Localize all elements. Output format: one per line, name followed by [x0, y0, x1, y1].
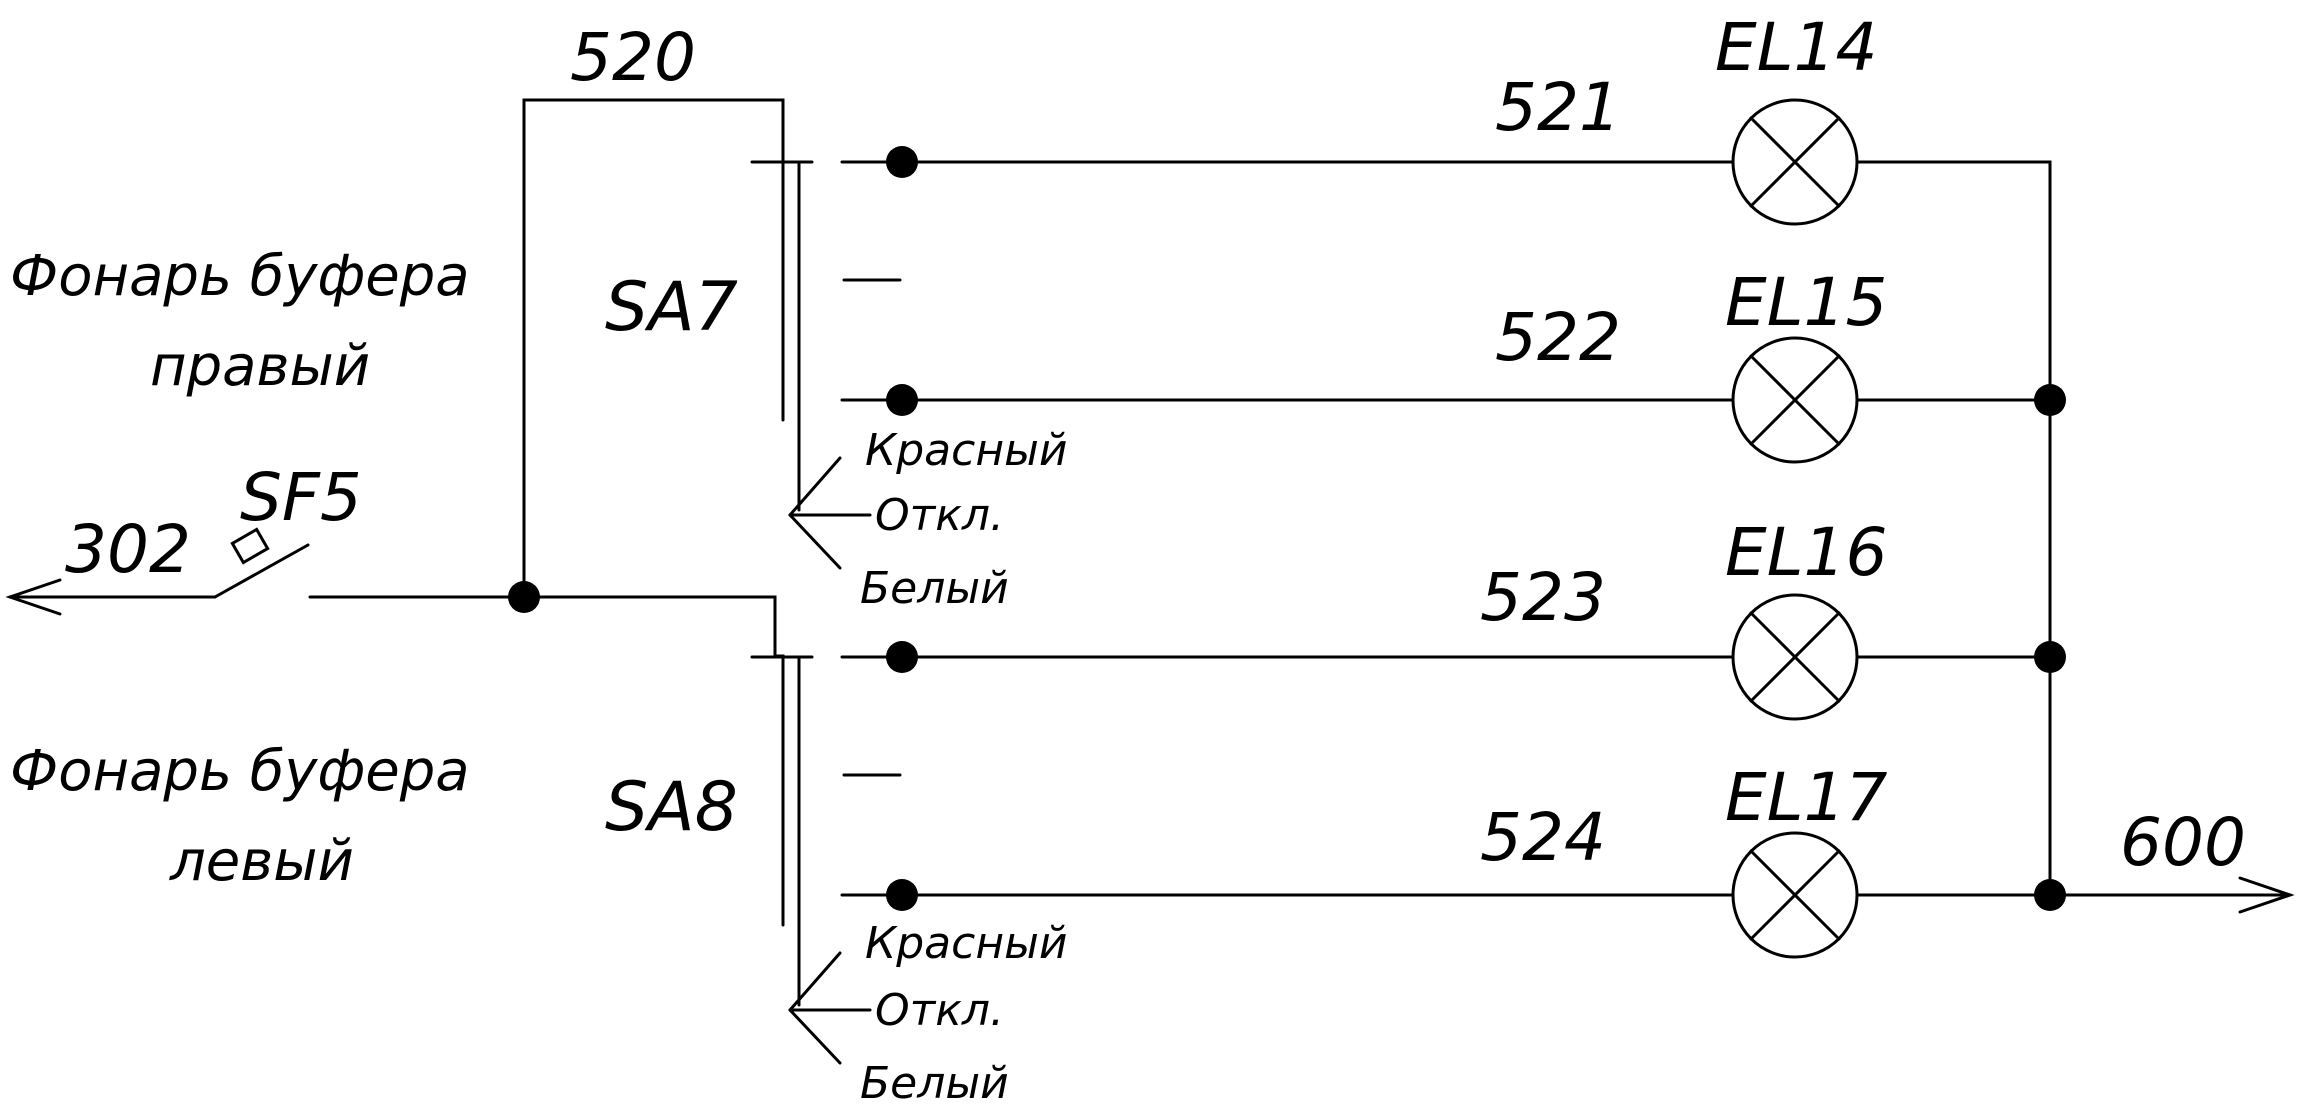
sa8-position-white: Белый — [860, 1058, 1009, 1109]
branch-523: 523 EL16 — [840, 514, 2066, 721]
input-wire-label: 302 — [65, 511, 191, 588]
switch-sa7: SA7 Красный Откл. Белый — [605, 160, 1067, 614]
lamp-el14 — [1731, 98, 1859, 226]
sa8-label: SA8 — [605, 768, 738, 847]
lamp-el15-label: EL15 — [1725, 264, 1887, 341]
bus-520: 520 — [508, 19, 785, 613]
sa8-feed-wire — [522, 595, 785, 927]
branch-524-terminal — [886, 879, 918, 911]
sa8-position-off: Откл. — [875, 985, 1004, 1036]
sa7-pointer-red — [788, 456, 842, 517]
sa7-pointer-white — [788, 513, 842, 570]
sa7-position-red: Красный — [865, 425, 1067, 476]
branch-524-wire-label: 524 — [1480, 799, 1606, 876]
sa7-description-line2: правый — [150, 334, 370, 399]
lamp-el16 — [1731, 593, 1859, 721]
branch-522-terminal — [886, 384, 918, 416]
input-arrow-icon — [5, 578, 62, 616]
lamp-el17-label: EL17 — [1725, 759, 1887, 836]
branch-522: 522 EL15 — [840, 264, 2066, 464]
sa8-description-line2: левый — [169, 829, 354, 894]
sa8-position-red: Красный — [865, 918, 1067, 969]
sa7-position-off: Откл. — [875, 490, 1004, 541]
breaker-label: SF5 — [240, 459, 362, 536]
sa7-position-white: Белый — [860, 563, 1009, 614]
branch-521-terminal — [886, 146, 918, 178]
branch-523-wire-label: 523 — [1480, 559, 1606, 636]
breaker-symbol-icon — [230, 527, 270, 565]
branch-521: 521 EL14 — [840, 9, 2052, 402]
lamp-el14-label: EL14 — [1715, 9, 1877, 86]
sa8-pointer-red — [788, 951, 842, 1012]
sa7-label: SA7 — [605, 268, 738, 347]
output-wire-label: 600 — [2120, 804, 2246, 881]
sa8-description-line1: Фонарь буфера — [10, 739, 470, 804]
lamp-el17 — [1731, 831, 1859, 959]
lamp-el15 — [1731, 336, 1859, 464]
lamp-el16-label: EL16 — [1725, 514, 1887, 591]
sa7-description-line1: Фонарь буфера — [10, 244, 470, 309]
output-arrow-icon — [2238, 876, 2295, 914]
sa8-pointer-white — [788, 1008, 842, 1065]
branch-521-wire-label: 521 — [1495, 69, 1621, 146]
breaker-sf5: SF5 — [213, 459, 527, 599]
breaker-contact — [213, 543, 310, 599]
output-wire-600: 600 — [2034, 398, 2295, 914]
switch-sa8: SA8 Красный Откл. Белый — [605, 655, 1067, 1109]
branch-522-wire-label: 522 — [1495, 299, 1621, 376]
branch-524: 524 EL17 — [840, 759, 2052, 959]
branch-523-terminal — [886, 641, 918, 673]
input-wire-302: 302 — [5, 511, 217, 616]
bus-wire-label: 520 — [570, 19, 696, 96]
